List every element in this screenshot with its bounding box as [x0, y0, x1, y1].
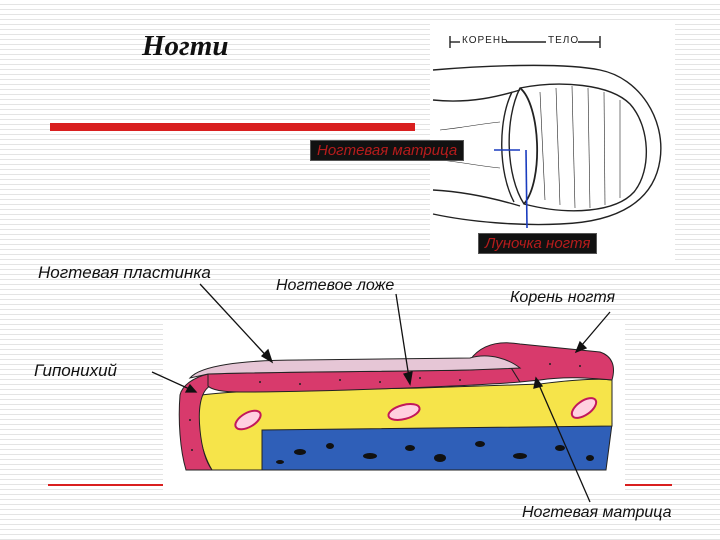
lunula-pointer-line [526, 150, 527, 228]
label-nail-root: Корень ногтя [510, 289, 615, 307]
label-nail-plate: Ногтевая пластинка [38, 263, 211, 283]
label-nail-matrix: Ногтевая матрица [522, 504, 672, 522]
nail-matrix-tag: Ногтевая матрица [310, 140, 464, 161]
pointer-nail-plate [200, 284, 272, 362]
label-nail-bed: Ногтевое ложе [276, 277, 394, 295]
lunula-tag: Луночка ногтя [478, 233, 597, 254]
finger-drawing [433, 36, 661, 225]
label-hyponychium: Гипонихий [34, 361, 117, 381]
